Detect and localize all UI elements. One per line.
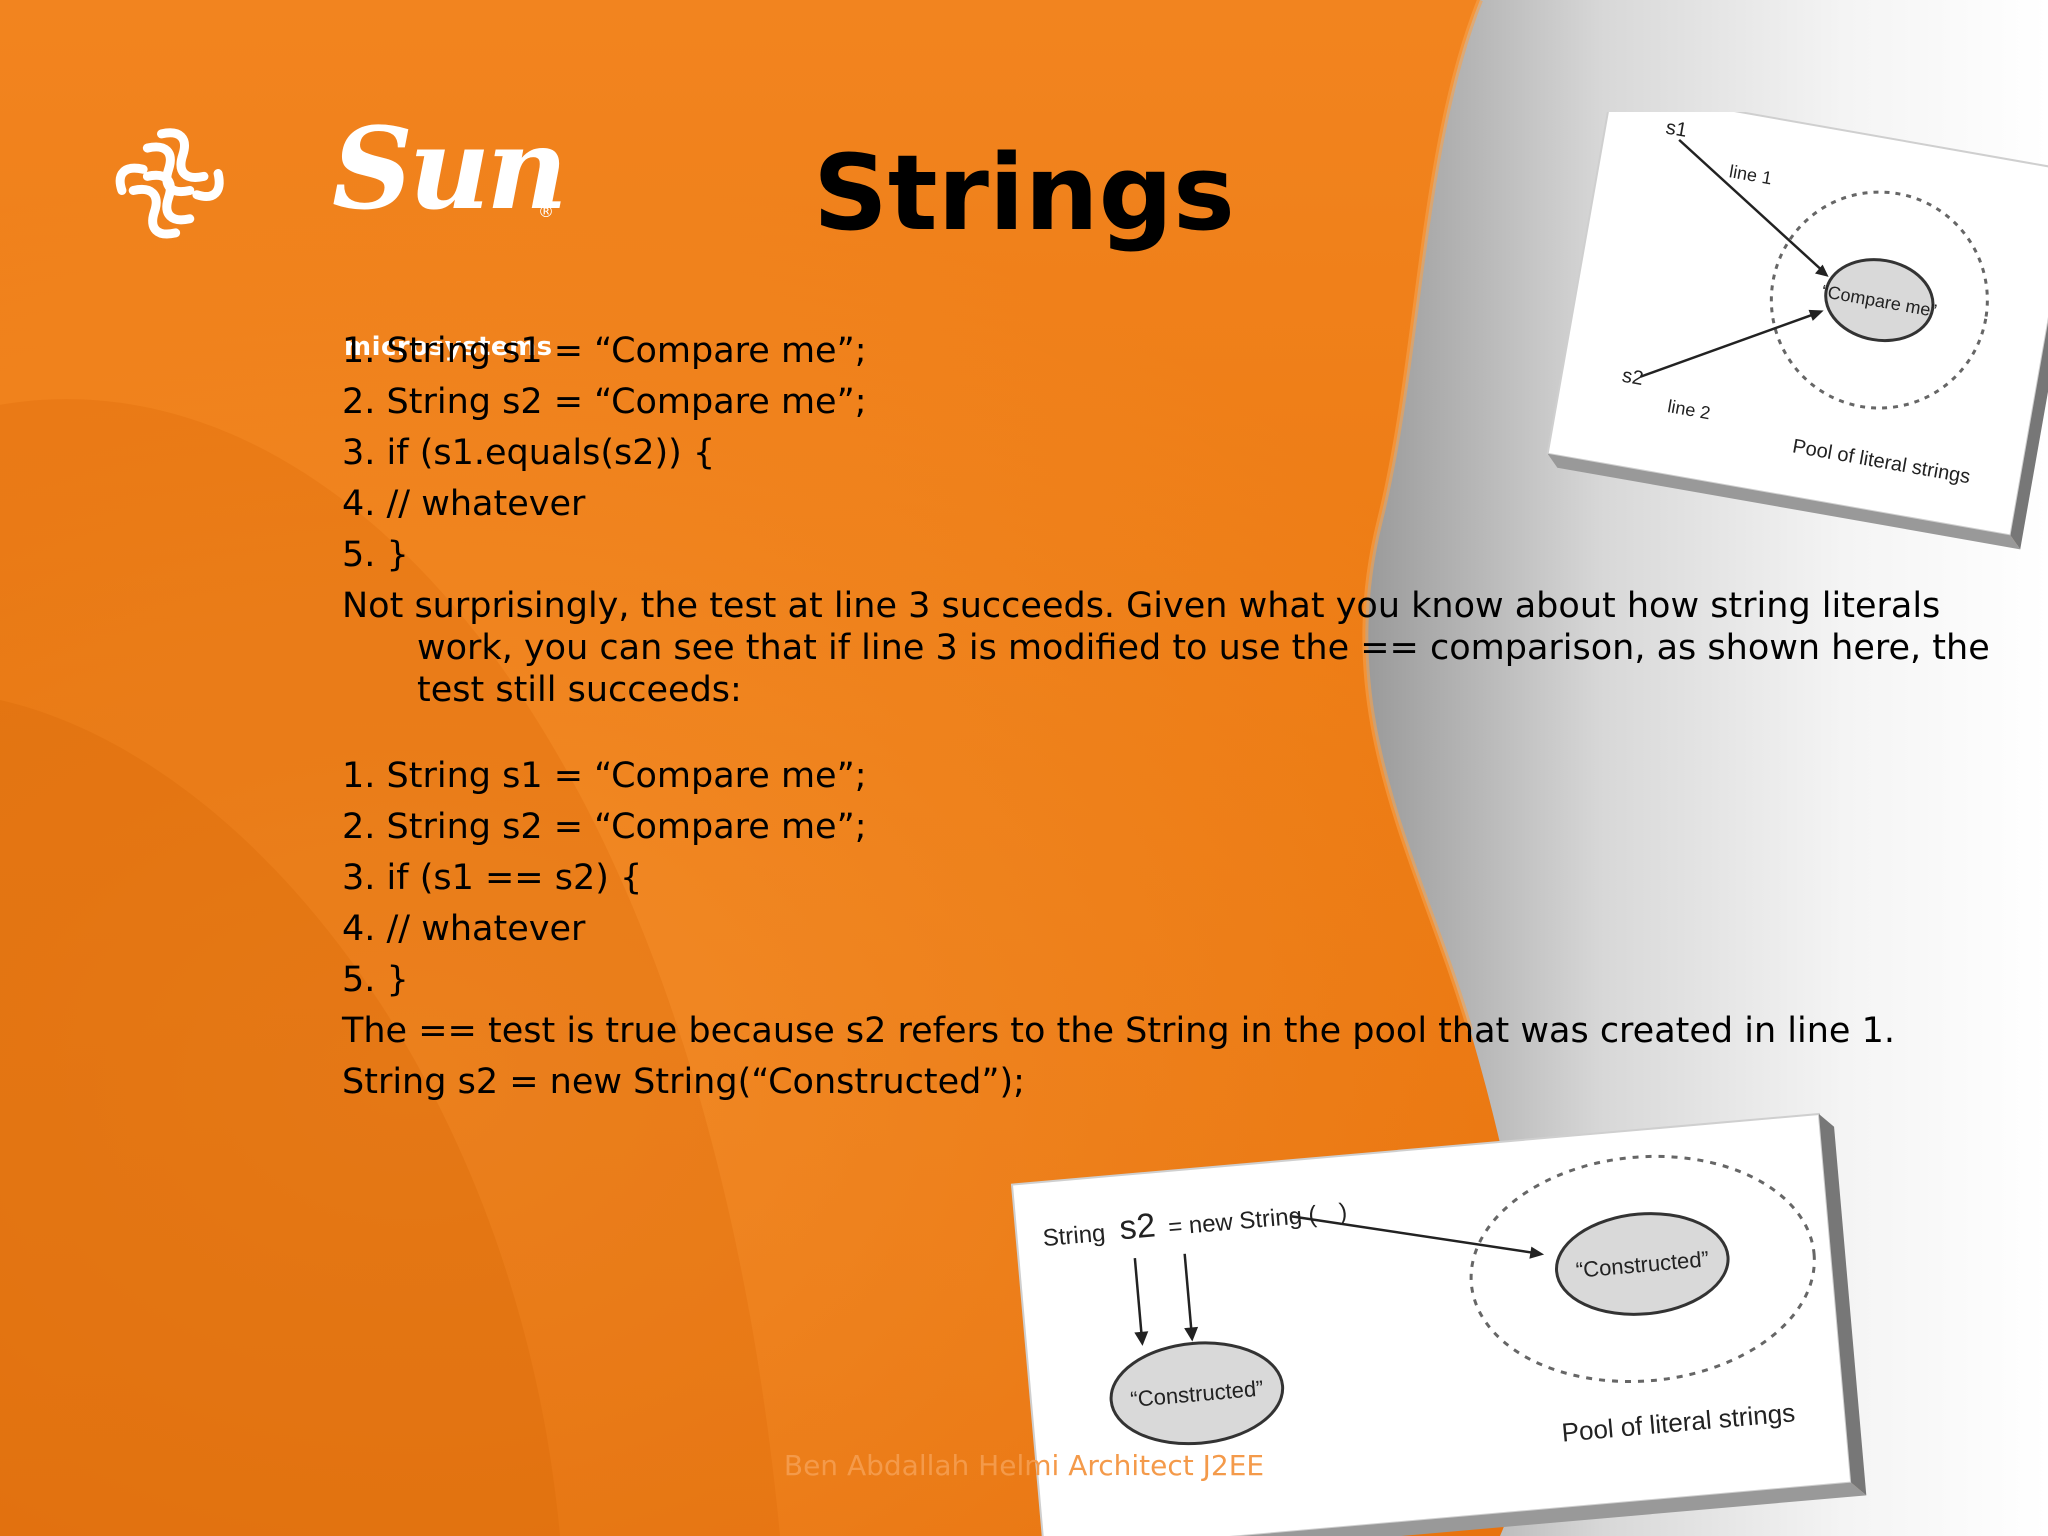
code-line: 4. // whatever: [342, 909, 586, 949]
code-line: 5. }: [342, 535, 409, 575]
slide-title: Strings: [813, 132, 1235, 254]
slide-body: 1. String s1 = “Compare me”; 2. String s…: [342, 326, 1990, 1108]
code-line: 2. String s2 = “Compare me”;: [342, 382, 867, 422]
string-pool-diagram-top: “Compare me” s1 line 1 s2 line 2 Pool of…: [1546, 112, 2048, 550]
explanation-paragraph: Not surprisingly, the test at line 3 suc…: [342, 586, 1990, 710]
diagram-bottom-code-prefix: String: [1042, 1220, 1107, 1252]
sun-logo: Sun ® microsystems: [100, 112, 568, 360]
closing-line: The == test is true because s2 refers to…: [342, 1011, 1895, 1051]
closing-line: String s2 = new String(“Constructed”);: [342, 1062, 1025, 1102]
code-line: 2. String s2 = “Compare me”;: [342, 807, 867, 847]
diagram-top-s1: s1: [1664, 117, 1689, 142]
sun-logo-mark-icon: [115, 128, 224, 239]
code-line: 1. String s1 = “Compare me”;: [342, 756, 867, 796]
code-line: 1. String s1 = “Compare me”;: [342, 331, 867, 371]
diagram-bottom-code-close: ): [1338, 1199, 1348, 1227]
sun-logo-wordmark: Sun: [332, 104, 568, 235]
code-line: 3. if (s1.equals(s2)) {: [342, 433, 716, 473]
code-line: 3. if (s1 == s2) {: [342, 858, 643, 898]
spacer: [342, 711, 1982, 751]
string-pool-diagram-bottom: String s2 = new String ( ) “Constructed”…: [1010, 1112, 1867, 1536]
code-line: 5. }: [342, 960, 409, 1000]
diagram-bottom-var: s2: [1118, 1206, 1157, 1247]
slide-footer: Ben Abdallah Helmi Architect J2EE: [783, 1449, 1265, 1482]
sun-logo-subtitle: microsystems: [344, 332, 553, 362]
registered-mark: ®: [538, 202, 554, 221]
code-line: 4. // whatever: [342, 484, 586, 524]
